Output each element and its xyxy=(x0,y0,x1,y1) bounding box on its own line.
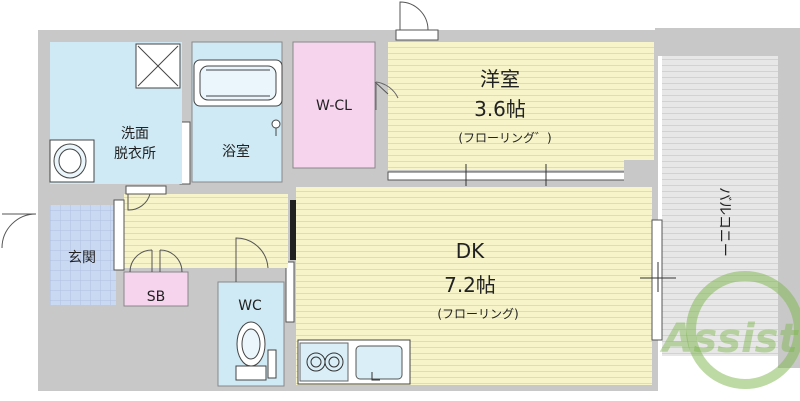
shoe-box-label: SB xyxy=(147,289,166,305)
entrance-area xyxy=(50,205,116,305)
corridor-area xyxy=(124,194,288,268)
western-room-name: 洋室 xyxy=(480,67,520,91)
bathroom-label: 浴室 xyxy=(222,143,250,160)
dk-size: 7.2帖 xyxy=(444,273,496,297)
sliding-door-rail xyxy=(387,171,627,181)
washroom-label-line2: 脱衣所 xyxy=(114,146,156,162)
western-room-size: 3.6帖 xyxy=(474,97,526,121)
toilet-icon xyxy=(235,321,267,381)
kitchen-counter xyxy=(297,339,411,385)
sink-icon xyxy=(49,139,95,183)
walk-in-closet-label: W-CL xyxy=(316,98,352,114)
dk-floor: (フローリング) xyxy=(437,307,518,321)
balcony-label: バルコニー xyxy=(716,187,732,257)
watermark-logo: Assist xyxy=(659,271,800,389)
western-room-floor: (フローリング゛) xyxy=(458,131,551,145)
walk-in-closet-area xyxy=(292,41,376,169)
top-door-icon xyxy=(399,1,429,31)
bathtub-icon xyxy=(193,59,283,107)
entrance-label: 玄関 xyxy=(68,249,96,266)
watermark-text: Assist xyxy=(659,316,799,362)
entrance-door-icon xyxy=(1,213,37,249)
washroom-label-line1: 洗面 xyxy=(121,126,149,142)
dk-name: DK xyxy=(456,239,485,263)
toilet-label: WC xyxy=(238,298,262,314)
western-room-area xyxy=(388,42,654,170)
shoe-box-area xyxy=(123,271,189,307)
